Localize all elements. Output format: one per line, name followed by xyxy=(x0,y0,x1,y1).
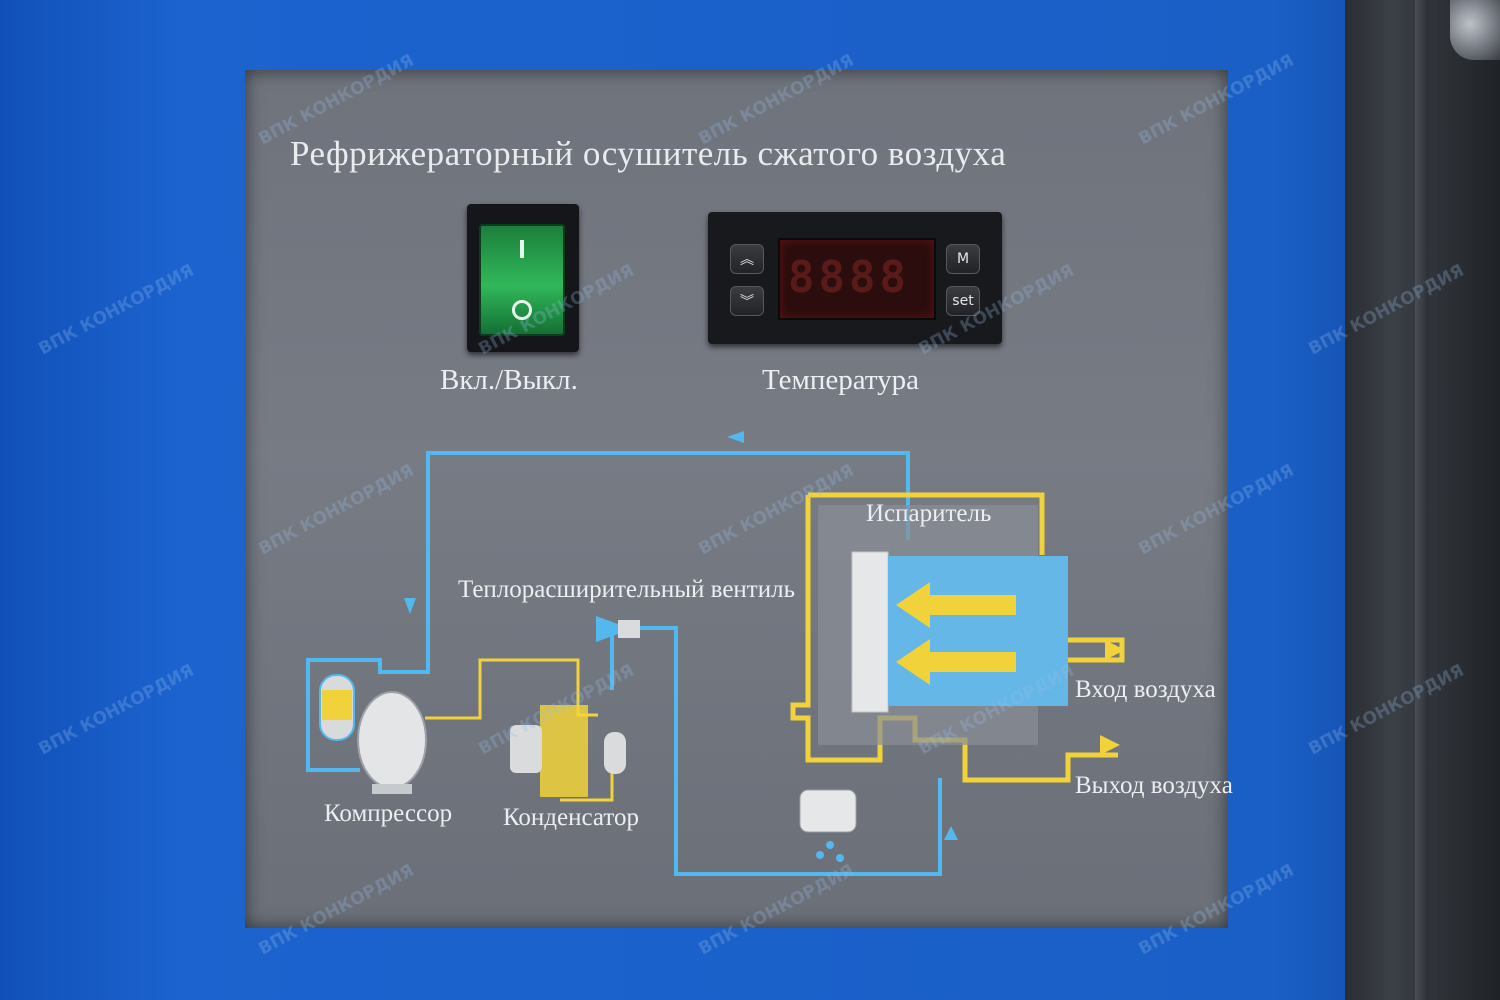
water-drops-icon xyxy=(816,841,844,862)
mode-button[interactable]: M xyxy=(946,244,980,274)
power-switch-label: Вкл./Выкл. xyxy=(440,364,578,396)
power-switch-bezel xyxy=(467,204,579,352)
panel-title: Рефрижераторный осушитель сжатого воздух… xyxy=(290,134,1007,173)
airflow-arrow-2-icon xyxy=(896,639,930,685)
air-channel xyxy=(888,556,1068,706)
up-button[interactable]: ︽ xyxy=(730,244,764,274)
expansion-valve-icon xyxy=(596,616,618,642)
drain-trap-icon xyxy=(799,789,857,833)
inlet-arrow-icon xyxy=(1105,640,1125,660)
condenser-coil-icon xyxy=(540,705,588,797)
suction-line xyxy=(306,451,910,772)
flow-arrows xyxy=(404,431,958,840)
expansion-valve-label: Теплорасширительный вентиль xyxy=(458,576,795,603)
airflow-arrow-1-body xyxy=(928,595,1016,615)
display-value: 8888 xyxy=(788,252,910,303)
heat-exchanger-mesh-icon xyxy=(851,551,889,713)
receiver-icon xyxy=(604,732,626,774)
temperature-label: Температура xyxy=(762,364,920,396)
airflow-arrow-1-icon xyxy=(896,582,930,628)
cabinet-side-frame xyxy=(1345,0,1500,1000)
compressor-label: Компрессор xyxy=(324,800,453,827)
condenser-label: Конденсатор xyxy=(503,804,639,831)
airflow-arrows xyxy=(896,582,1125,755)
evaporator-label: Испаритель xyxy=(866,500,992,527)
off-symbol-icon xyxy=(512,300,532,320)
on-symbol-icon xyxy=(520,240,524,258)
pressure-valve-knob xyxy=(1450,0,1500,60)
power-switch[interactable] xyxy=(479,224,565,336)
air-outlet-label: Выход воздуха xyxy=(1075,772,1233,799)
airflow-arrow-2-body xyxy=(928,652,1016,672)
arrow-up-icon xyxy=(944,826,958,840)
outlet-arrow-icon xyxy=(1100,735,1120,755)
arrow-down-icon xyxy=(404,598,416,614)
frame-rail xyxy=(1415,0,1429,1000)
condenser-outlet-line xyxy=(560,770,614,802)
compressor-icon xyxy=(357,691,427,789)
arrow-left-icon xyxy=(727,431,744,443)
compressor-base xyxy=(372,784,412,794)
accumulator-fill xyxy=(322,690,352,720)
liquid-line xyxy=(640,626,942,876)
down-button[interactable]: ︾ xyxy=(730,286,764,316)
temperature-display: 8888 xyxy=(778,238,936,320)
condenser-fan-motor-icon xyxy=(510,725,542,773)
valve-body-icon xyxy=(618,620,640,638)
air-inlet-label: Вход воздуха xyxy=(1075,676,1216,703)
set-button[interactable]: set xyxy=(946,286,980,316)
temperature-controller: ︽ ︾ 8888 M set xyxy=(708,212,1002,344)
